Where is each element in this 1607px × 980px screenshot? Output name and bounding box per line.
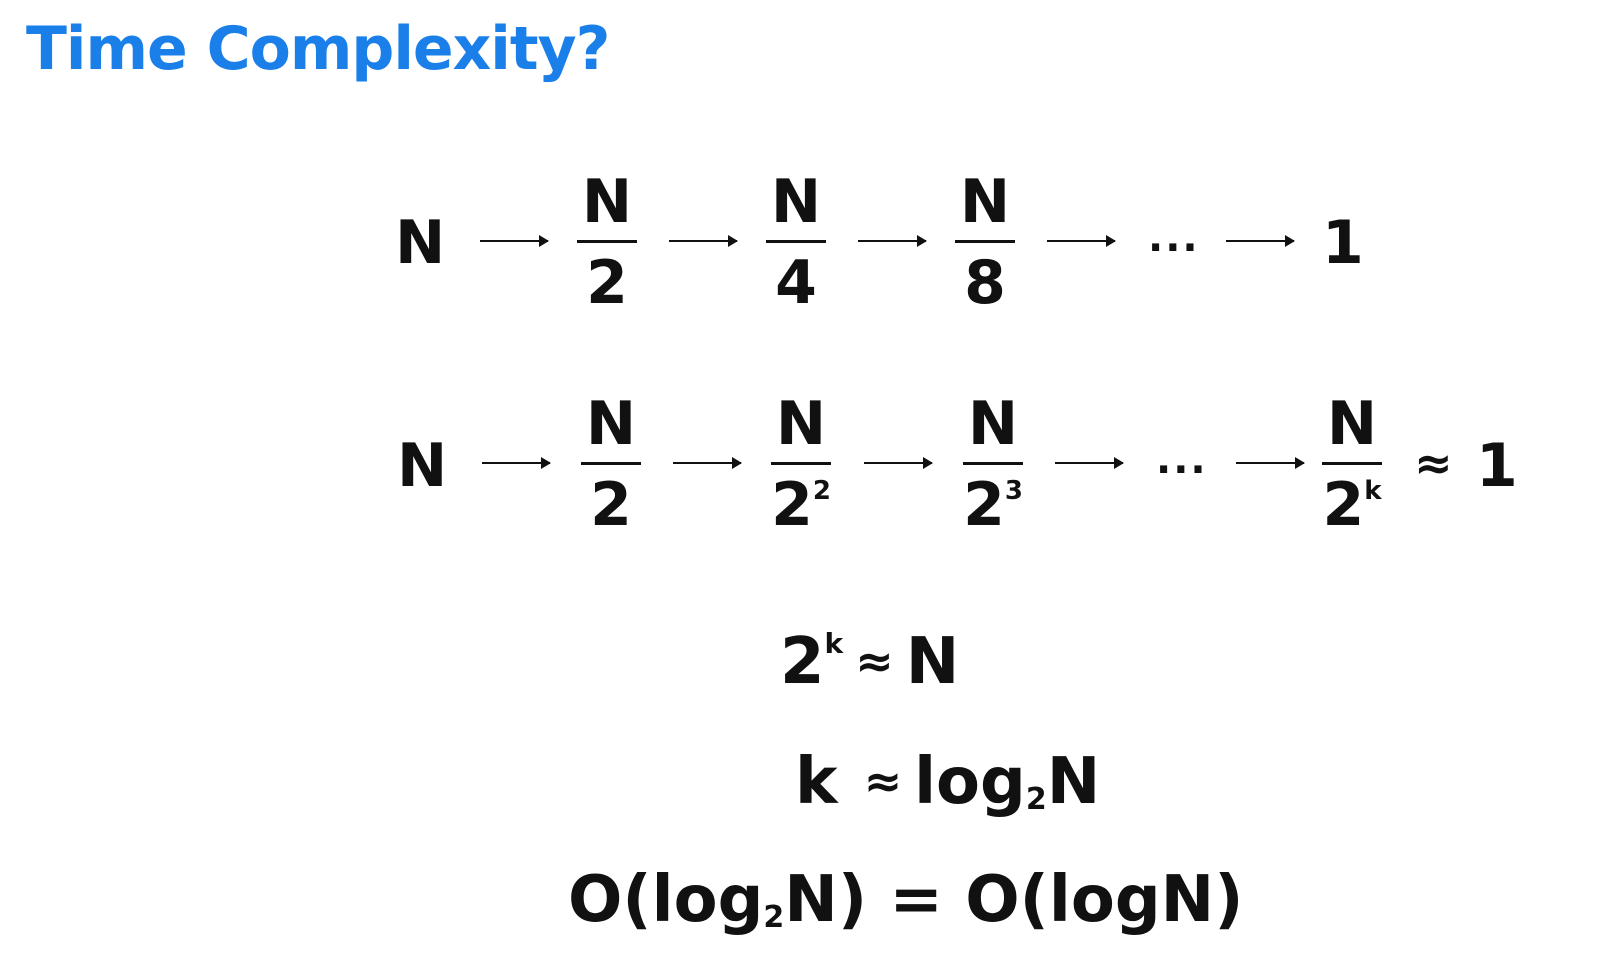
fraction-bar (1322, 462, 1382, 465)
fraction-denominator: 2k (1322, 470, 1382, 540)
row2-fraction: N 2 (581, 394, 641, 535)
fraction-denominator: 23 (963, 470, 1023, 540)
equation-log: k≈log2N (795, 745, 1101, 819)
exponent: k (1364, 476, 1382, 506)
row2-start: N (397, 431, 448, 501)
row1-fraction: N 4 (766, 172, 826, 313)
right-arrow-icon (1055, 457, 1124, 469)
fraction-denominator: 2 (586, 248, 628, 318)
approx-symbol: ≈ (855, 634, 894, 688)
ellipsis: ... (1156, 437, 1208, 483)
approx-symbol: ≈ (863, 754, 903, 808)
fraction-bar (955, 240, 1015, 243)
fraction-bar (581, 462, 641, 465)
fraction-numerator: N (775, 389, 827, 459)
approx-symbol: ≈ (1414, 436, 1453, 490)
row2-last-fraction: N 2k (1322, 394, 1382, 535)
exponent: 2 (812, 476, 831, 506)
exponent: 3 (1004, 476, 1023, 506)
fraction-denominator: 2 (590, 470, 632, 540)
fraction-denominator: 4 (775, 248, 817, 318)
fraction-numerator: N (959, 167, 1011, 237)
right-arrow-icon (858, 235, 927, 247)
fraction-numerator: N (770, 167, 822, 237)
fraction-denominator: 22 (771, 470, 831, 540)
fraction-numerator: N (1326, 389, 1378, 459)
row1-start: N (395, 208, 446, 278)
fraction-numerator: N (581, 167, 633, 237)
equation-power: 2k≈N (780, 625, 960, 699)
fraction-bar (766, 240, 826, 243)
right-arrow-icon (669, 235, 738, 247)
fraction-bar (577, 240, 637, 243)
ellipsis: ... (1148, 215, 1200, 261)
fraction-numerator: N (585, 389, 637, 459)
right-arrow-icon (1226, 235, 1295, 247)
subscript: 2 (763, 900, 785, 935)
row1-end: 1 (1322, 208, 1364, 278)
row2-fraction: N 23 (963, 394, 1023, 535)
row2-end: 1 (1476, 431, 1518, 501)
right-arrow-icon (1047, 235, 1116, 247)
fraction-numerator: N (967, 389, 1019, 459)
page-title: Time Complexity? (26, 14, 610, 84)
right-arrow-icon (480, 235, 549, 247)
right-arrow-icon (482, 457, 551, 469)
right-arrow-icon (864, 457, 933, 469)
right-arrow-icon (1236, 457, 1305, 469)
fraction-denominator: 8 (964, 248, 1006, 318)
fraction-bar (963, 462, 1023, 465)
fraction-bar (771, 462, 831, 465)
row1-fraction: N 8 (955, 172, 1015, 313)
row2-fraction: N 22 (771, 394, 831, 535)
equation-big-o: O(log2N) = O(logN) (568, 863, 1244, 937)
exponent: k (824, 627, 844, 660)
right-arrow-icon (673, 457, 742, 469)
subscript: 2 (1025, 782, 1047, 817)
row1-fraction: N 2 (577, 172, 637, 313)
